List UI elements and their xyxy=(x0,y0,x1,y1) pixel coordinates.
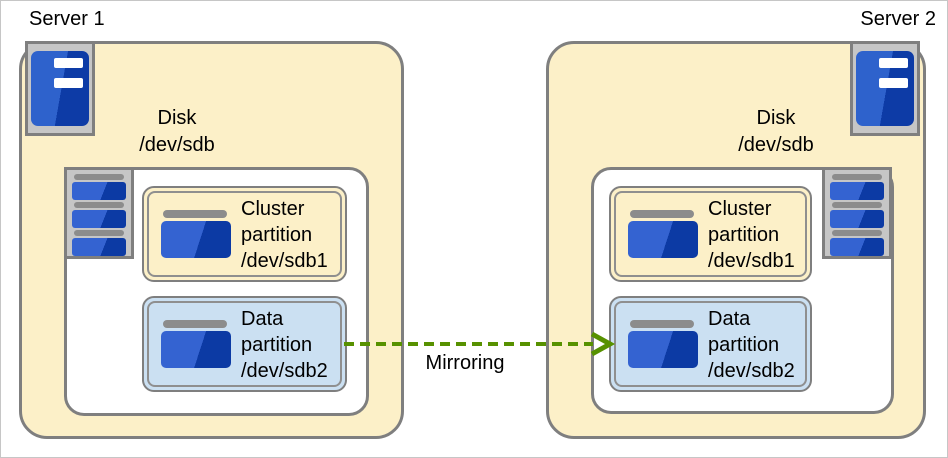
mirroring-label: Mirroring xyxy=(425,352,505,374)
partition-device: /dev/sdb1 xyxy=(241,249,328,272)
disk-label-title: Disk xyxy=(756,107,796,129)
server1-box: Disk /dev/sdb Cluster partition /dev/sdb… xyxy=(19,41,404,439)
cluster-partition-label: Cluster partition /dev/sdb1 xyxy=(241,197,328,272)
server2-box: Disk /dev/sdb Cluster partition /dev/sdb… xyxy=(546,41,926,439)
data-partition-box: Data partition /dev/sdb2 xyxy=(609,296,812,392)
partition-device: /dev/sdb1 xyxy=(708,249,795,272)
disk-label-title: Disk xyxy=(157,107,197,129)
server1-title: Server 1 xyxy=(29,8,105,30)
cluster-partition-box: Cluster partition /dev/sdb1 xyxy=(609,186,812,282)
server-icon xyxy=(25,41,95,136)
data-partition-label: Data partition /dev/sdb2 xyxy=(708,307,795,382)
cluster-partition-label: Cluster partition /dev/sdb1 xyxy=(708,197,795,272)
disk-stack-icon xyxy=(822,167,892,259)
server-tower-icon xyxy=(31,51,89,126)
mirroring-arrow-icon xyxy=(344,331,616,357)
disk-partition-icon xyxy=(628,210,698,258)
cluster-partition-box: Cluster partition /dev/sdb1 xyxy=(142,186,347,282)
disk-label: Disk /dev/sdb xyxy=(102,105,252,159)
disk-partition-icon xyxy=(628,320,698,368)
disk-partition-icon xyxy=(161,210,231,258)
disk-stack-icon xyxy=(64,167,134,259)
partition-device: /dev/sdb2 xyxy=(241,359,328,382)
disk-label: Disk /dev/sdb xyxy=(701,105,851,159)
disk-partition-icon xyxy=(161,320,231,368)
data-partition-label: Data partition /dev/sdb2 xyxy=(241,307,328,382)
server2-title: Server 2 xyxy=(860,8,936,30)
server-icon xyxy=(850,41,920,136)
server-tower-icon xyxy=(856,51,914,126)
data-partition-box: Data partition /dev/sdb2 xyxy=(142,296,347,392)
disk-device: /dev/sdb xyxy=(738,134,814,156)
partition-device: /dev/sdb2 xyxy=(708,359,795,382)
disk-device: /dev/sdb xyxy=(139,134,215,156)
